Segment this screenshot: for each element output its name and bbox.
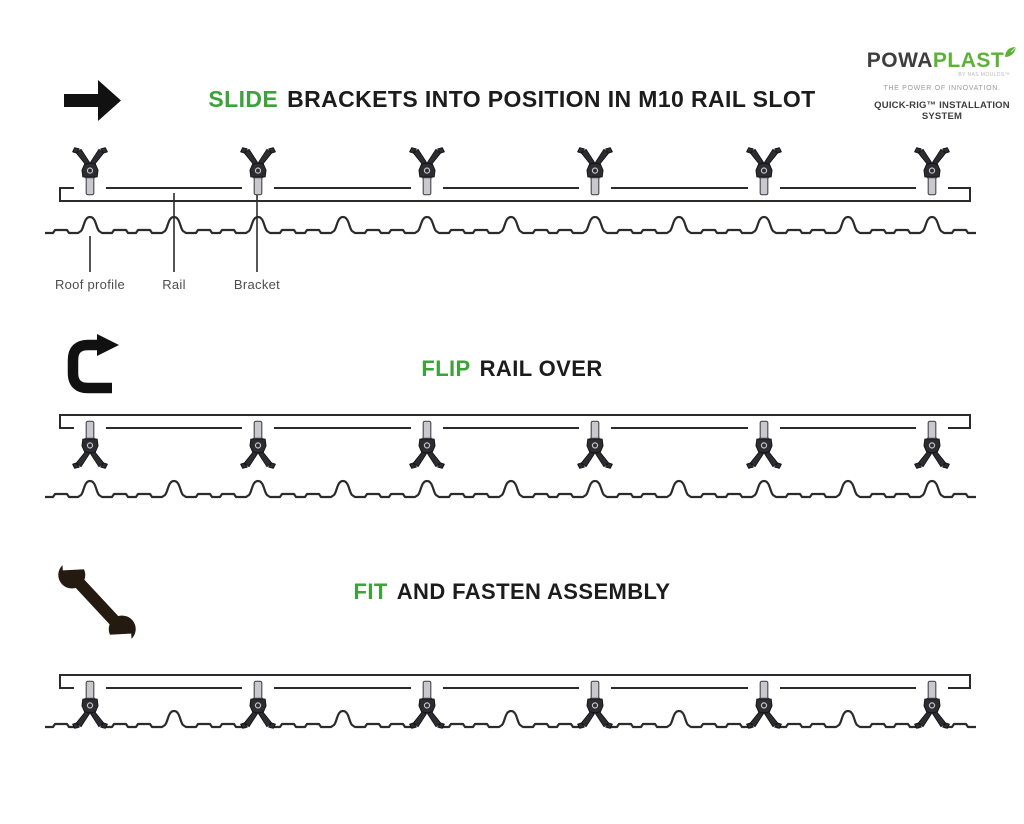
bracket-graphic [914,420,950,469]
bracket-graphic [746,680,782,729]
bracket-graphic [577,680,613,729]
flip-diagram [45,414,976,499]
logo-system-name: QUICK-RIG™ INSTALLATION SYSTEM [874,100,1010,122]
step1-title: SLIDE BRACKETS INTO POSITION IN M10 RAIL … [0,86,1024,113]
bracket-graphic [72,680,108,729]
bracket-graphic [577,420,613,469]
step3-keyword: FIT [353,579,388,604]
bracket-graphic [409,420,445,469]
logo-tagline: THE POWER OF INNOVATION. [883,85,1001,92]
rail-label: Rail [162,277,186,292]
rail-graphic [59,414,971,429]
roof-profile-graphic [45,479,976,499]
logo-brand: POWAPLAST [864,46,1020,72]
powaplast-logo: POWAPLAST BY NAS MOULDS™ THE POWER OF IN… [864,46,1020,122]
roof-profile-graphic [45,215,976,235]
bracket-graphic [72,420,108,469]
slide-diagram [45,147,976,272]
bracket-graphic [409,147,445,196]
bracket-graphic [577,147,613,196]
bracket-graphic [240,680,276,729]
step1-keyword: SLIDE [208,86,279,112]
fit-diagram [45,674,976,729]
step2-title: FLIP RAIL OVER [0,356,1024,382]
bracket-graphic [240,147,276,196]
logo-brand-powa: POWA [866,49,933,72]
bracket-graphic [914,147,950,196]
bracket-graphic [746,420,782,469]
rail-graphic [59,674,971,689]
logo-brand-plast: PLAST [932,49,1005,72]
bracket-graphic [240,420,276,469]
bracket-graphic [72,147,108,196]
arrow-right-icon [64,80,121,121]
logo-byline: BY NAS MOULDS™ [958,72,1010,78]
step3-text: AND FASTEN ASSEMBLY [396,579,671,604]
roof-profile-graphic [45,709,976,729]
bracket-label: Bracket [233,277,281,292]
roof-profile-label: Roof profile [54,277,126,292]
step2-keyword: FLIP [421,356,471,381]
step2-text: RAIL OVER [479,356,603,381]
step3-title: FIT AND FASTEN ASSEMBLY [0,579,1024,605]
rotate-clockwise-icon [67,334,119,394]
bracket-graphic [746,147,782,196]
leaf-icon [1004,41,1017,62]
bracket-graphic [409,680,445,729]
rail-graphic [59,187,971,202]
wrench-icon [58,559,136,645]
bracket-graphic [914,680,950,729]
step1-text: BRACKETS INTO POSITION IN M10 RAIL SLOT [287,86,816,112]
